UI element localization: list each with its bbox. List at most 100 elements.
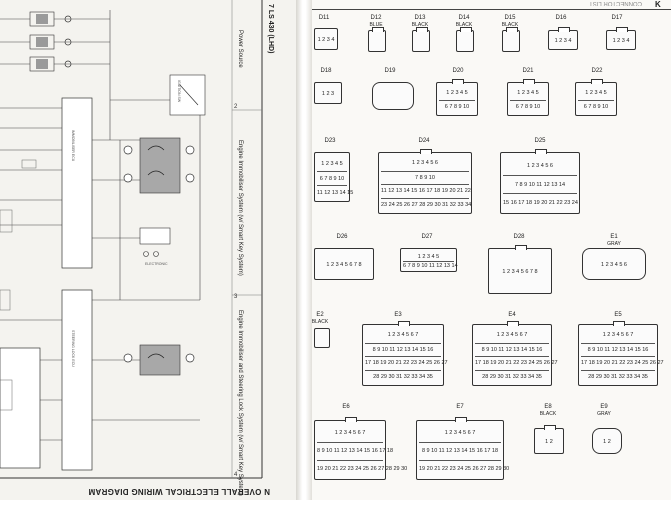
column-number-3: 3 <box>234 294 238 300</box>
pin-row: 19 20 21 22 23 24 25 26 27 28 29 30 <box>317 459 407 478</box>
connector-label-d26: D26 <box>336 234 348 240</box>
pin-row: 8 9 10 11 12 13 14 15 16 <box>475 342 549 358</box>
connector-label-e4: E4 <box>508 312 516 318</box>
pin-row: 17 18 19 20 21 22 23 24 25 26 27 <box>365 356 448 371</box>
connector-d19 <box>372 82 414 110</box>
column-number-4: 4 <box>234 472 238 478</box>
pin-row: 6 7 8 9 10 <box>317 171 347 186</box>
connector-d15 <box>502 27 520 52</box>
pin-row: 17 18 19 20 21 22 23 24 25 26 27 <box>475 356 558 371</box>
pin-row: 1 2 3 4 5 6 7 <box>334 430 366 436</box>
connector-d21: 1 2 3 4 5 6 7 8 9 10 <box>507 79 549 116</box>
connector-d14 <box>456 27 474 52</box>
connector-e8: 1 2 <box>534 425 564 454</box>
pin-row: 8 9 10 11 12 13 14 15 16 17 18 <box>419 442 501 460</box>
pin-row: 8 9 10 11 12 13 14 15 16 <box>365 342 441 358</box>
pin-row: 6 7 8 9 10 <box>439 100 475 114</box>
section-label-steering-lock: Engine Immobiliser and Steering Lock Sys… <box>237 310 243 496</box>
pin-row: 23 24 25 26 27 28 29 30 31 32 33 34 <box>381 197 471 213</box>
pin-row: 1 2 3 4 <box>554 38 572 44</box>
pin-row: 1 2 3 4 5 6 7 <box>387 332 419 338</box>
connector-label-d22: D22 <box>591 68 603 74</box>
connector-list-header: CONNECTOR LIST <box>589 0 642 6</box>
connector-d17: 1 2 3 4 <box>606 27 636 50</box>
connector-label-d21: D21 <box>522 68 534 74</box>
pin-row: 28 29 30 31 32 33 34 35 <box>581 369 655 385</box>
svg-text:STEERING LOCK ECU: STEERING LOCK ECU <box>71 330 75 367</box>
pin-row: 28 29 30 31 32 33 34 35 <box>475 369 549 385</box>
connector-d16: 1 2 3 4 <box>548 27 578 50</box>
connector-e1: 1 2 3 4 5 6 <box>582 248 646 280</box>
svg-text:ELECTRONIC: ELECTRONIC <box>145 262 168 266</box>
connector-label-e5: E5 <box>614 312 622 318</box>
pin-row: 1 2 3 4 5 6 <box>412 160 438 166</box>
connector-label-d25: D25 <box>534 138 546 144</box>
pin-row: 1 2 <box>603 439 611 445</box>
connector-label-d11: D11 <box>318 15 330 21</box>
connector-e6: 1 2 3 4 5 6 7 8 9 10 11 12 13 14 15 16 17… <box>314 417 407 480</box>
pin-row: 1 2 3 4 5 6 7 <box>496 332 528 338</box>
connector-label-e3: E3 <box>394 312 402 318</box>
pin-row: 17 18 19 20 21 22 23 24 25 26 27 <box>581 356 664 371</box>
section-label-immobiliser: Engine Immobiliser System (w/ Smart Key … <box>237 140 243 276</box>
connector-e9: 1 2 <box>592 428 622 454</box>
connector-label-d28: D28 <box>513 234 525 240</box>
pin-row: 1 2 3 4 5 6 7 8 <box>326 262 362 268</box>
svg-text:IMMOBILISER ECU: IMMOBILISER ECU <box>71 130 75 162</box>
connector-label-d17: D17 <box>611 15 623 21</box>
connector-d12 <box>368 27 386 52</box>
pin-row: 1 2 3 <box>321 91 335 97</box>
pin-row: 11 12 13 14 15 16 17 18 19 20 21 22 <box>381 184 471 199</box>
connector-label-d27: D27 <box>421 234 433 240</box>
connector-label-d20: D20 <box>452 68 464 74</box>
pin-row: 8 9 10 11 12 13 14 15 16 <box>581 342 655 358</box>
pin-row: 19 20 21 22 23 24 25 26 27 28 29 30 <box>419 459 509 478</box>
page-letter: K <box>655 0 661 9</box>
connector-d11: 1 2 3 4 <box>314 28 338 50</box>
section-label-power-source: Power Source <box>237 30 243 68</box>
svg-text:IGNITION SW: IGNITION SW <box>177 80 181 103</box>
left-page-header: 7 LS 430 (LHD) <box>267 4 274 54</box>
wiring-diagram: IMMOBILISER ECU STEERING LOCK ECU ELECTR… <box>0 0 296 500</box>
connector-label-d16: D16 <box>555 15 567 21</box>
connector-d26: 1 2 3 4 5 6 7 8 <box>314 248 374 280</box>
pin-row: 1 2 3 4 5 6 <box>601 262 627 268</box>
left-page-footer: N OVERALL ELECTRICAL WIRING DIAGRAM <box>88 487 270 496</box>
pin-row: 1 2 3 4 5 <box>321 161 343 167</box>
connector-label-d18: D18 <box>320 68 332 74</box>
pin-row: 6 7 8 9 10 <box>578 100 614 114</box>
pin-row: 6 7 8 9 10 <box>510 100 546 114</box>
connector-label-d23: D23 <box>324 138 336 144</box>
column-numbers: 2 3 4 <box>234 104 238 478</box>
pin-row: 1 2 3 4 5 <box>585 90 607 96</box>
connector-d18: 1 2 3 <box>314 82 342 104</box>
pin-row: 28 29 30 31 32 33 34 35 <box>365 369 441 385</box>
pin-row: 1 2 3 4 5 <box>446 90 468 96</box>
connector-label-e6: E6 <box>342 404 350 410</box>
pin-row: 8 9 10 11 12 13 14 15 16 17 18 <box>317 442 393 460</box>
pin-row: 1 2 3 4 <box>317 37 335 43</box>
pin-row: 1 2 3 4 5 6 7 8 <box>502 269 538 275</box>
pin-row: 1 2 3 4 5 <box>517 90 539 96</box>
connector-e2 <box>314 328 330 348</box>
pin-row: 11 12 13 14 15 <box>317 185 353 200</box>
connector-e7: 1 2 3 4 5 6 7 8 9 10 11 12 13 14 15 16 17… <box>416 417 509 480</box>
pin-row: 1 2 3 4 5 6 7 <box>444 430 476 436</box>
pin-row: 1 2 3 4 <box>612 38 630 44</box>
connector-label-d24: D24 <box>418 138 430 144</box>
connector-label-e7: E7 <box>456 404 464 410</box>
pin-row: 7 8 9 10 <box>381 170 469 186</box>
